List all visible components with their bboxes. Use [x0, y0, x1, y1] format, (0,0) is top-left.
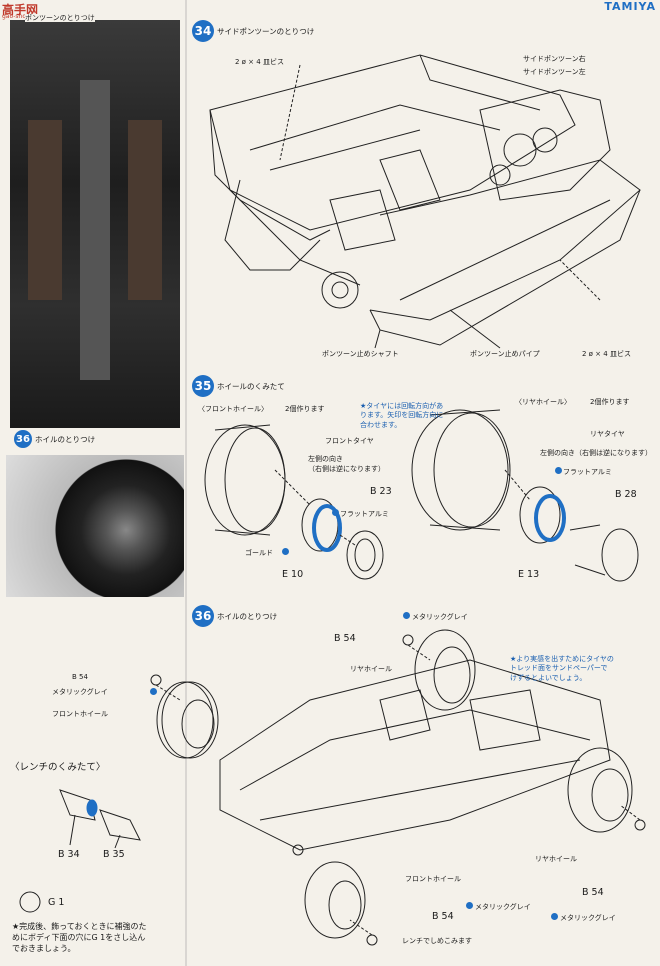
flat-alu-front-label: フラットアルミ: [340, 510, 389, 518]
wrench-title: 〈レンチのくみたて〉: [10, 762, 106, 773]
front-wheel-heading: 〈フロントホイール〉: [198, 405, 268, 413]
b35-label: B 35: [103, 849, 125, 860]
left-step36-number: 36: [14, 430, 32, 448]
step35-heading: 35 ホイールのくみたて: [192, 375, 285, 397]
step36-number: 36: [192, 605, 214, 627]
stop-shaft-label: ポンツーン止めシャフト: [322, 350, 399, 358]
left-metallic-gray-label: メタリックグレイ: [52, 688, 108, 696]
pontoon-left-label: サイドポンツーン左: [523, 68, 586, 76]
watermark-logo: 高手网 gao-shou.com: [0, 0, 80, 20]
stop-pipe-label: ポンツーン止めパイプ: [470, 350, 540, 358]
chassis-pontoon-drawing: [209, 54, 641, 349]
step34-number: 34: [192, 20, 214, 42]
chassis-top-photo: [10, 20, 180, 428]
brand-logo: TAMIYA: [604, 0, 656, 13]
step34-title: サイドポンツーンのとりつけ: [217, 26, 315, 36]
rear-wheel-heading: 〈リヤホイール〉: [515, 398, 571, 406]
top-photo-label: ポンツーンのとりつけ: [25, 14, 95, 23]
left-wheel-drawing: [156, 681, 214, 759]
wrench-drawing: [59, 789, 141, 849]
gold-dot: [282, 548, 289, 555]
tire-direction-note: ★タイヤには回転方向があ ります。矢印を回転方向に 合わせます。: [360, 402, 444, 429]
left-front-wheel-label: フロントホイール: [52, 710, 108, 718]
car-wheel-mount-drawing: [150, 629, 646, 946]
make-two-rear-label: 2個作ります: [590, 398, 630, 406]
screw-bottom-label: 2 ø × 4 皿ビス: [582, 350, 631, 358]
flat-alu-front-dot: [332, 509, 339, 516]
gold-label: ゴールド: [245, 549, 273, 557]
e13-label: E 13: [518, 569, 540, 580]
metallic-gray-bottom-dot: [466, 902, 473, 909]
left-step36-title: ホイルのとりつけ: [35, 434, 96, 444]
front-wheel-parts-drawing: [204, 424, 384, 580]
b34-label: B 34: [58, 849, 80, 860]
g1-part-drawing: [19, 891, 41, 913]
flat-alu-rear-label: フラットアルミ: [563, 468, 612, 476]
e10-label: E 10: [282, 569, 304, 580]
front-wheel-label: フロントホイール: [405, 875, 461, 883]
metallic-gray-bottom-label: メタリックグレイ: [475, 903, 531, 911]
rear-wheel-top-label: リヤホイール: [350, 665, 392, 673]
rear-wheel-parts-drawing: [411, 409, 639, 582]
display-note: ★完成後、飾っておくときに補強のた めにボディ下面の穴にG 1をさし込ん でおき…: [12, 922, 147, 953]
make-two-front-label: 2個作ります: [285, 405, 325, 413]
step35-number: 35: [192, 375, 214, 397]
step36-heading: 36 ホイルのとりつけ: [192, 605, 277, 627]
step34-heading: 34 サイドポンツーンのとりつけ: [192, 20, 314, 42]
direction-rear-label: 左側の向き（右側は逆になります）: [540, 449, 652, 457]
metallic-gray-right-label: メタリックグレイ: [560, 914, 616, 922]
rear-wheel-bottom-label: リヤホイール: [535, 855, 577, 863]
direction-left-label-1: 左側の向き: [308, 455, 343, 463]
metallic-gray-top-label: メタリックグレイ: [412, 613, 468, 621]
metallic-gray-top-dot: [403, 612, 410, 619]
flat-alu-rear-dot: [555, 467, 562, 474]
watermark-text: 高手网: [2, 3, 39, 17]
front-tire-label: フロントタイヤ: [325, 437, 374, 445]
b28-label: B 28: [615, 489, 637, 500]
b54-bottom-label: B 54: [432, 911, 454, 922]
direction-left-label-2: （右側は逆になります）: [308, 465, 385, 473]
left-metallic-gray-dot: [150, 688, 157, 695]
pontoon-right-label: サイドポンツーン右: [523, 55, 586, 63]
rear-tire-label: リヤタイヤ: [590, 430, 625, 438]
left-step36-heading: 36 ホイルのとりつけ: [14, 430, 95, 448]
watermark-url: gao-shou.com: [2, 13, 45, 20]
b54-right-label: B 54: [582, 887, 604, 898]
screw-top-label: 2 ø × 4 皿ビス: [235, 58, 284, 66]
b23-label: B 23: [370, 486, 392, 497]
step35-title: ホイールのくみたて: [217, 381, 285, 391]
wheel-photo: [6, 455, 184, 597]
metallic-gray-right-dot: [551, 913, 558, 920]
g1-label: G 1: [48, 897, 65, 908]
wrench-tighten-label: レンチでしめこみます: [402, 937, 472, 945]
sanding-note: ★より実感を出すためにタイヤの トレッド面をサンドペーパーで けずるとよいでしょ…: [510, 655, 614, 682]
b54-top-label: B 54: [334, 633, 356, 644]
step36-title: ホイルのとりつけ: [217, 611, 278, 621]
left-b54-label: B 54: [72, 673, 88, 681]
